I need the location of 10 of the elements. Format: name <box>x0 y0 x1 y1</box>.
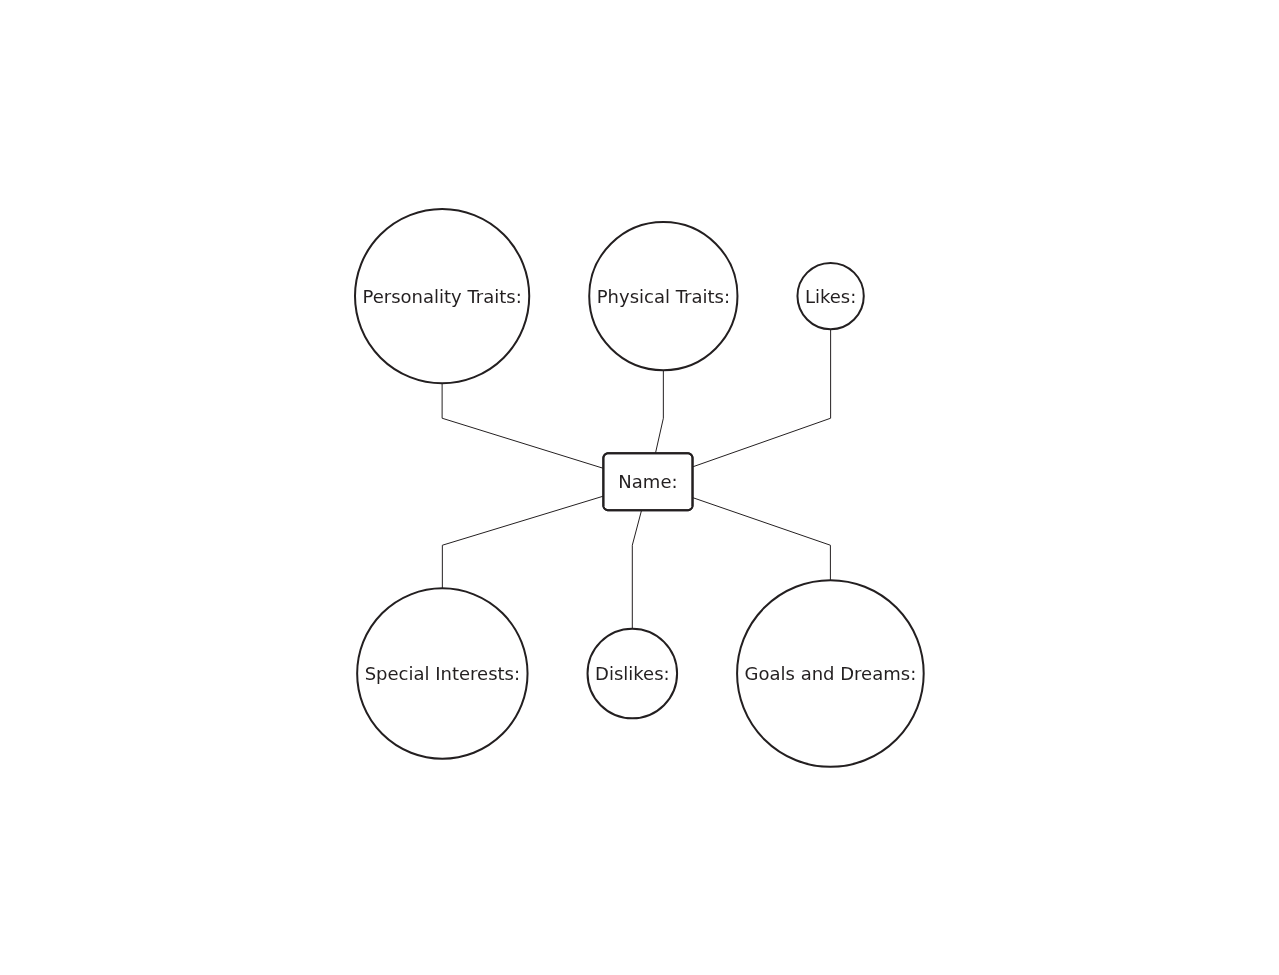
node-circle: Goals and Dreams: <box>736 578 925 768</box>
node-circle: Special Interests: <box>356 586 529 760</box>
connector <box>692 328 832 467</box>
node-circle: Physical Traits: <box>588 220 739 371</box>
connector <box>655 369 664 454</box>
connector <box>692 496 832 581</box>
connector <box>631 509 643 629</box>
node-circle: Dislikes: <box>586 627 679 719</box>
node-circle: Likes: <box>796 261 865 330</box>
node-circle: Personality Traits: <box>354 207 531 384</box>
